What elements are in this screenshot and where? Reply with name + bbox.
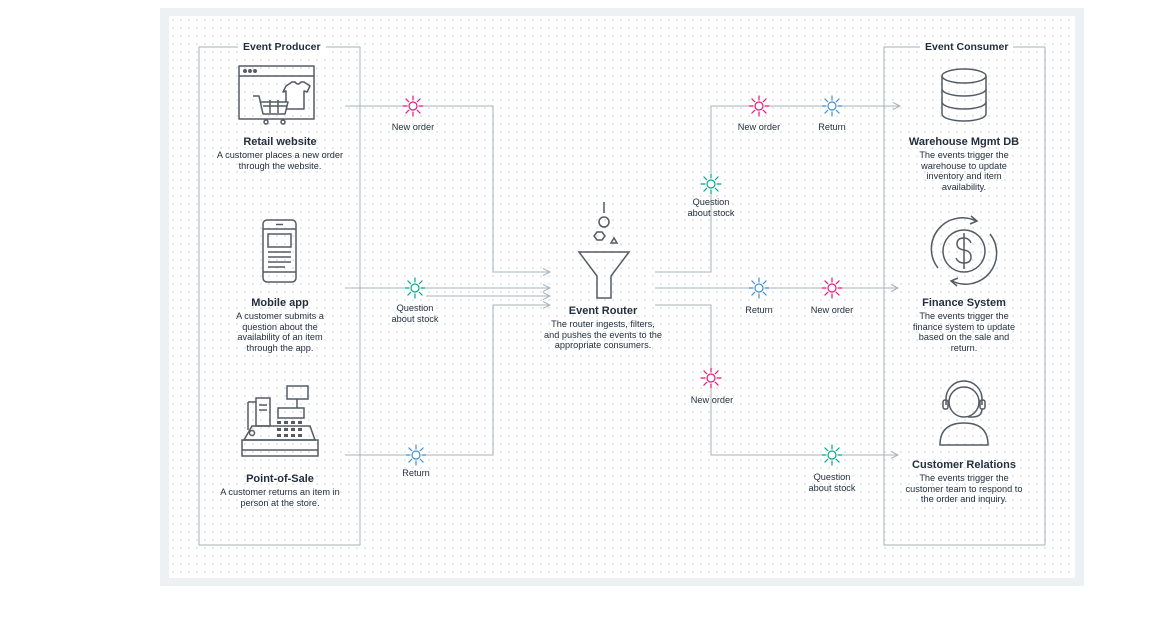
return-event-icon bbox=[821, 95, 843, 117]
event-label-new-order: New order bbox=[391, 122, 435, 132]
producer-group-box bbox=[198, 46, 361, 546]
question-event-icon bbox=[700, 173, 722, 195]
producer-retail-title: Retail website bbox=[243, 136, 317, 148]
flow-line-relations bbox=[655, 304, 898, 455]
consumer-group-box bbox=[883, 46, 1046, 546]
consumer-relations: Customer Relations The events trigger th… bbox=[904, 459, 1024, 505]
event-label-return: Return bbox=[402, 468, 430, 478]
producer-pos-title: Point-of-Sale bbox=[246, 473, 314, 485]
event-label-question: Question about stock bbox=[687, 197, 735, 218]
event-label-new-order: New order bbox=[810, 305, 854, 315]
consumer-finance-title: Finance System bbox=[922, 297, 1006, 309]
router-title: Event Router bbox=[568, 305, 638, 317]
producer-retail: Retail website A customer places a new o… bbox=[215, 136, 345, 171]
shopping-cart-icon bbox=[238, 65, 315, 125]
diagram-canvas bbox=[169, 16, 1075, 578]
router-desc: The router ingests, filters, and pushes … bbox=[544, 319, 662, 351]
consumer-relations-title: Customer Relations bbox=[912, 459, 1016, 471]
new-order-event-icon bbox=[402, 95, 424, 117]
producer-group-label: Event Producer bbox=[238, 41, 326, 53]
producer-mobile-title: Mobile app bbox=[251, 297, 309, 309]
event-label-question: Question about stock bbox=[808, 472, 856, 493]
return-event-icon bbox=[405, 444, 427, 466]
producer-mobile-desc: A customer submits a question about the … bbox=[236, 311, 324, 353]
mobile-phone-icon bbox=[262, 219, 297, 283]
consumer-warehouse-title: Warehouse Mgmt DB bbox=[908, 136, 1020, 148]
producer-pos: Point-of-Sale A customer returns an item… bbox=[215, 473, 345, 508]
event-label-new-order: New order bbox=[737, 122, 781, 132]
cash-register-icon bbox=[241, 385, 319, 457]
consumer-relations-desc: The events trigger the customer team to … bbox=[905, 473, 1023, 505]
consumer-group-label: Event Consumer bbox=[920, 41, 1014, 53]
producer-mobile: Mobile app A customer submits a question… bbox=[225, 297, 335, 353]
question-event-icon bbox=[404, 277, 426, 299]
flow-line-pos bbox=[345, 305, 550, 456]
return-event-icon bbox=[748, 277, 770, 299]
headset-person-icon bbox=[939, 380, 989, 446]
new-order-event-icon bbox=[748, 95, 770, 117]
flow-line-retail bbox=[345, 105, 550, 272]
event-label-new-order: New order bbox=[690, 395, 734, 405]
database-icon bbox=[941, 68, 987, 122]
event-router: Event Router The router ingests, filters… bbox=[544, 305, 662, 351]
consumer-finance: Finance System The events trigger the fi… bbox=[908, 297, 1020, 353]
consumer-warehouse-desc: The events trigger the warehouse to upda… bbox=[919, 150, 1009, 192]
producer-pos-desc: A customer returns an item in person at … bbox=[220, 487, 340, 508]
consumer-finance-desc: The events trigger the finance system to… bbox=[912, 311, 1016, 353]
event-label-return: Return bbox=[818, 122, 846, 132]
event-label-question: Question about stock bbox=[391, 303, 439, 324]
consumer-warehouse: Warehouse Mgmt DB The events trigger the… bbox=[904, 136, 1024, 192]
new-order-event-icon bbox=[821, 277, 843, 299]
funnel-icon bbox=[577, 202, 631, 299]
dollar-cycle-icon bbox=[930, 215, 998, 287]
question-event-icon bbox=[821, 444, 843, 466]
new-order-event-icon bbox=[700, 367, 722, 389]
producer-retail-desc: A customer places a new order through th… bbox=[216, 150, 344, 171]
event-label-return: Return bbox=[745, 305, 773, 315]
